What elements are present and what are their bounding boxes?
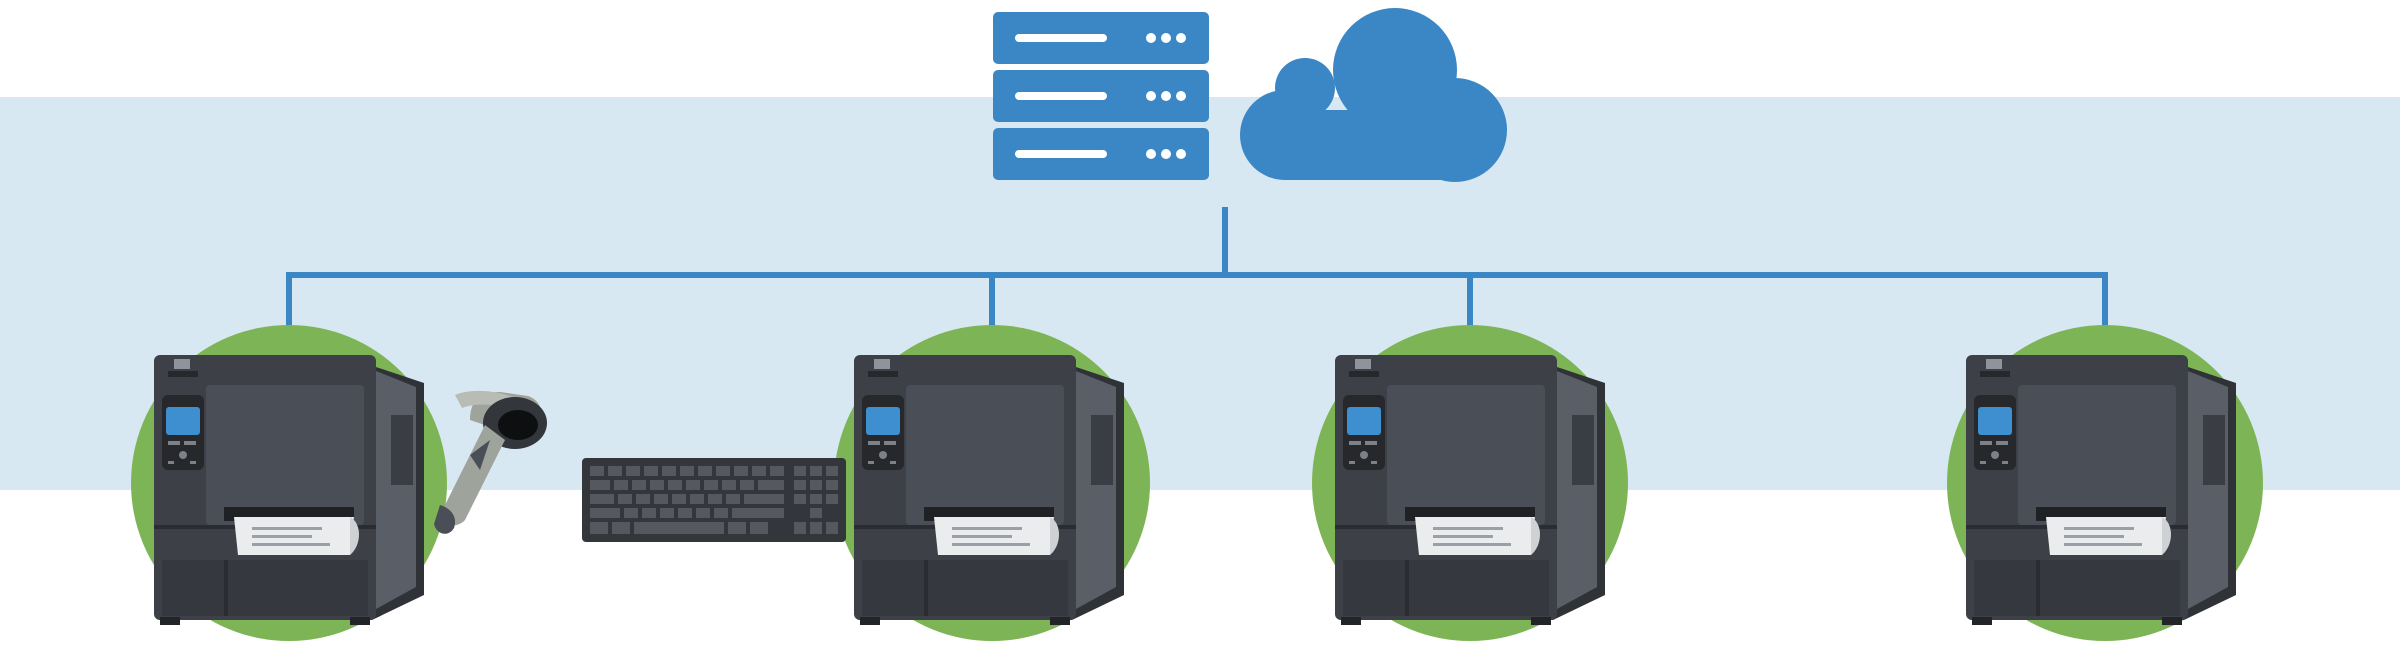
server-unit: [993, 12, 1209, 64]
printer-node-4: [1947, 325, 2263, 641]
barcode-scanner-icon: [434, 390, 547, 534]
printer-icon: [154, 355, 424, 625]
printer-icon: [1966, 355, 2236, 625]
server-unit: [993, 128, 1209, 180]
server-unit: [993, 70, 1209, 122]
connection-lines: [286, 207, 2108, 335]
printer-node-2: [834, 325, 1150, 641]
keyboard-icon: [582, 458, 846, 542]
printer-icon: [854, 355, 1124, 625]
cloud-icon: [1240, 8, 1507, 182]
printer-node-3: [1312, 325, 1628, 641]
server-stack-icon: [993, 12, 1209, 180]
printer-node-1: [131, 325, 447, 641]
printer-icon: [1335, 355, 1605, 625]
